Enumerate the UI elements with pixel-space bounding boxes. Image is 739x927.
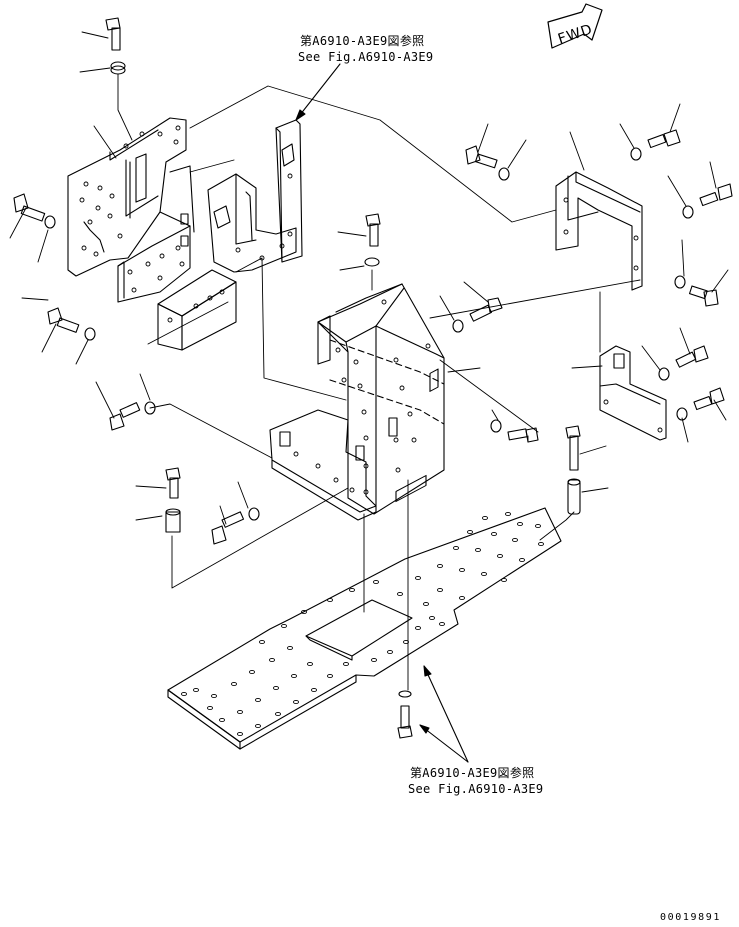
bolt-center-vertical	[364, 213, 381, 267]
callout-leaders	[9, 31, 729, 525]
reference-bottom-en: See Fig.A6910-A3E9	[408, 782, 544, 796]
bolt-right-3	[682, 183, 733, 219]
lower-mount-plate	[269, 409, 377, 521]
floor-plate	[167, 507, 562, 750]
bolt-center-right	[452, 297, 503, 333]
bolt-right-4	[674, 275, 719, 307]
left-outer-bracket	[67, 117, 187, 277]
reference-leader-bottom	[419, 665, 469, 763]
upright-bracket	[275, 119, 303, 263]
bolt-right-1	[465, 145, 510, 181]
bolt-left-1	[13, 193, 56, 229]
reference-leader-top	[295, 63, 341, 121]
bolt-bottom	[397, 690, 413, 739]
bolt-right-5	[658, 345, 709, 381]
right-upper-bracket	[555, 171, 643, 291]
bolt-vertical-left	[165, 467, 181, 533]
spacer-block-left	[157, 269, 237, 351]
central-box-frame	[317, 283, 445, 515]
bolt-left-2	[47, 307, 96, 341]
reference-bottom-jp: 第A6910-A3E9図参照	[410, 766, 535, 780]
assembly-lines	[117, 73, 641, 691]
bolt-right-vertical	[565, 425, 581, 515]
bolt-right-6	[676, 387, 725, 421]
svg-text:FWD: FWD	[556, 21, 595, 47]
bolt-center-lower	[490, 419, 539, 443]
fwd-arrow-icon: FWD	[547, 3, 603, 49]
bolt-lower-left	[211, 507, 260, 545]
drawing-number: 00019891	[660, 912, 721, 923]
bolt-top-left	[105, 17, 126, 75]
reference-top-en: See Fig.A6910-A3E9	[298, 50, 434, 64]
reference-top-jp: 第A6910-A3E9図参照	[300, 34, 425, 48]
center-mount-bracket	[207, 173, 297, 273]
right-lower-bracket	[599, 345, 667, 441]
bolt-right-2	[630, 129, 681, 161]
left-inner-bracket	[117, 165, 195, 303]
bolt-left-3	[109, 401, 156, 431]
